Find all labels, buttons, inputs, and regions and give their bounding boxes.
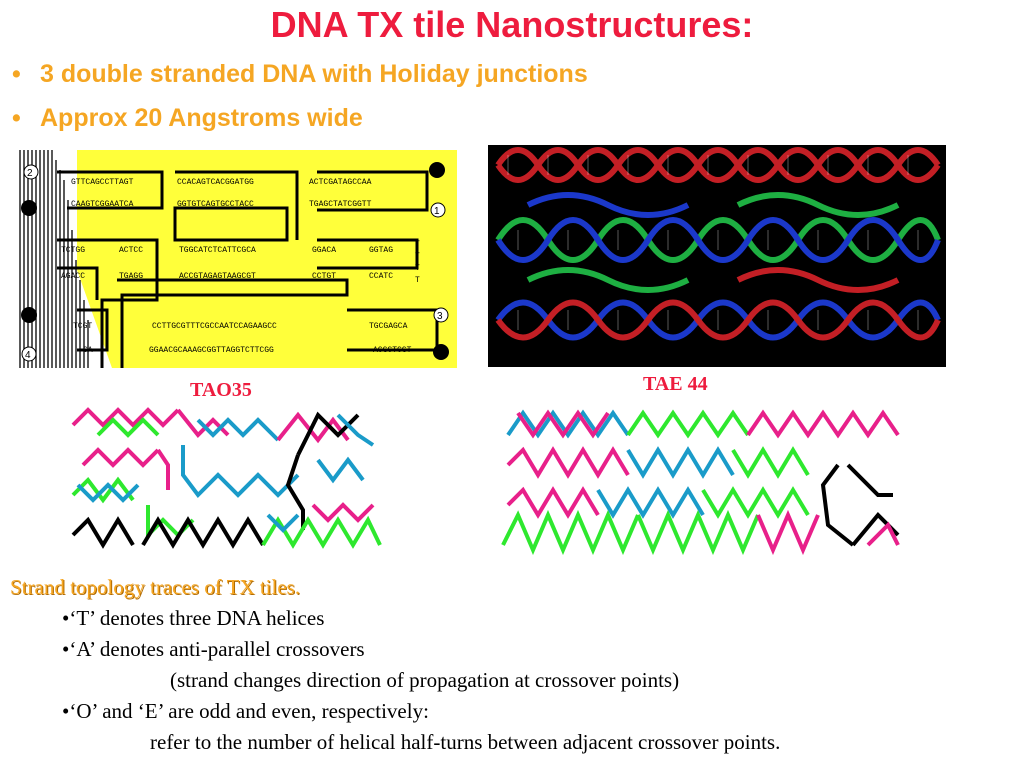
tae44-label: TAE 44 bbox=[643, 373, 708, 395]
svg-text:ACTCGATAGCCAA: ACTCGATAGCCAA bbox=[309, 178, 372, 187]
cyan-strand bbox=[336, 413, 375, 447]
svg-text:T: T bbox=[415, 264, 420, 273]
svg-text:TGAGG: TGAGG bbox=[119, 272, 143, 281]
svg-text:GGACA: GGACA bbox=[312, 246, 336, 255]
magenta-strand bbox=[506, 446, 630, 479]
svg-text:GGTGTCAGTGCCTACC: GGTGTCAGTGCCTACC bbox=[177, 200, 254, 209]
svg-text:CCATC: CCATC bbox=[369, 272, 393, 281]
svg-text:CCTGT: CCTGT bbox=[312, 272, 336, 281]
magenta-strand bbox=[81, 447, 160, 468]
helix-rungs bbox=[507, 155, 919, 330]
green-strand bbox=[71, 476, 135, 504]
black-strand bbox=[285, 454, 305, 530]
svg-text:TCGT: TCGT bbox=[73, 322, 92, 331]
green-strand bbox=[626, 409, 750, 439]
caption-item: •‘T’ denotes three DNA helices bbox=[62, 606, 325, 630]
svg-text:4: 4 bbox=[25, 350, 31, 361]
svg-text:3: 3 bbox=[437, 311, 443, 322]
magenta-strand bbox=[756, 509, 820, 555]
svg-text:1: 1 bbox=[434, 206, 440, 217]
green-strand bbox=[261, 515, 382, 549]
svg-text:CAAGTCGGAATCA: CAAGTCGGAATCA bbox=[71, 200, 134, 209]
svg-text:ACCGTAGAGTAAGCGT: ACCGTAGAGTAAGCGT bbox=[179, 272, 256, 281]
bullet-dot: • bbox=[12, 60, 21, 88]
caption-item: (strand changes direction of propagation… bbox=[170, 668, 680, 692]
svg-text:2: 2 bbox=[27, 168, 33, 179]
cyan-strand bbox=[506, 409, 630, 439]
svg-text:CA: CA bbox=[83, 346, 93, 355]
sequence-labels: GTTCAGCCTTAGT CCACAGTCACGGATGG ACTCGATAG… bbox=[61, 178, 420, 355]
magenta-strand bbox=[276, 411, 350, 444]
magenta-strand bbox=[866, 521, 900, 547]
cyan-strand bbox=[626, 446, 735, 479]
svg-text:T: T bbox=[415, 252, 420, 261]
magenta-strand bbox=[746, 409, 900, 439]
svg-text:T: T bbox=[415, 276, 420, 285]
svg-text:GGAACGCAAAGCGGTTAGGTCTTCGG: GGAACGCAAAGCGGTTAGGTCTTCGG bbox=[149, 346, 274, 355]
green-strand bbox=[501, 509, 640, 555]
bullet-text: Approx 20 Angstroms wide bbox=[40, 104, 363, 132]
green-strand bbox=[731, 446, 810, 479]
striped-edge bbox=[17, 150, 112, 368]
magenta-strand bbox=[156, 448, 170, 490]
caption-item: •‘O’ and ‘E’ are odd and even, respectiv… bbox=[62, 699, 429, 723]
cyan-strand bbox=[196, 417, 280, 442]
svg-text:TCTGG: TCTGG bbox=[61, 246, 85, 255]
helix-strands bbox=[495, 147, 941, 341]
strand-paths bbox=[57, 170, 439, 368]
magenta-strand bbox=[516, 409, 610, 439]
caption-item: refer to the number of helical half-turn… bbox=[150, 730, 781, 754]
cyan-strand bbox=[76, 482, 140, 503]
magenta-strand bbox=[71, 407, 180, 428]
markers: 2 1 3 4 bbox=[21, 162, 449, 362]
magenta-strand bbox=[506, 486, 600, 519]
tao35-label: TAO35 bbox=[190, 379, 252, 401]
cyan-strand bbox=[181, 445, 300, 499]
bullet-item: • 3 double stranded DNA with Holiday junc… bbox=[12, 60, 588, 89]
svg-text:ACTCC: ACTCC bbox=[119, 246, 143, 255]
green-strand bbox=[701, 486, 810, 519]
green-strand bbox=[96, 417, 160, 438]
bullet-dot: • bbox=[12, 104, 21, 132]
black-strand bbox=[846, 463, 893, 497]
svg-text:TGGCATCTCATTCGCA: TGGCATCTCATTCGCA bbox=[179, 246, 256, 255]
svg-text:TGAGCTATCGGTT: TGAGCTATCGGTT bbox=[309, 200, 372, 209]
tae-helix-rendering bbox=[488, 145, 946, 367]
cyan-strand bbox=[596, 486, 705, 519]
cyan-strand bbox=[266, 513, 300, 533]
tae44-strand-trace bbox=[501, 409, 900, 555]
svg-text:CCTTGCGTTTCGCCAATCCAGAAGCC: CCTTGCGTTTCGCCAATCCAGAAGCC bbox=[152, 322, 277, 331]
tao-tile-sequence-diagram: 2 1 3 4 GTTCAGCCTTAGT CCACAGTCACGGATGG A… bbox=[17, 150, 457, 368]
svg-text:ACGCTCGT: ACGCTCGT bbox=[373, 346, 412, 355]
svg-text:TGCGAGCA: TGCGAGCA bbox=[369, 322, 408, 331]
tao35-strand-trace bbox=[71, 407, 382, 549]
caption-heading: Strand topology traces of TX tiles. bbox=[10, 575, 301, 599]
caption-item: •‘A’ denotes anti-parallel crossovers bbox=[62, 637, 365, 661]
bullet-item: • Approx 20 Angstroms wide bbox=[12, 104, 363, 133]
magenta-strand bbox=[311, 502, 375, 523]
green-strand bbox=[636, 509, 760, 555]
svg-text:CCACAGTCACGGATGG: CCACAGTCACGGATGG bbox=[177, 178, 254, 187]
svg-text:GTTCAGCCTTAGT: GTTCAGCCTTAGT bbox=[71, 178, 134, 187]
black-strand bbox=[141, 516, 265, 549]
black-strand bbox=[820, 463, 855, 547]
bullet-text: 3 double stranded DNA with Holiday junct… bbox=[40, 60, 588, 88]
black-strand bbox=[296, 411, 360, 456]
svg-text:T: T bbox=[415, 240, 420, 249]
black-strand bbox=[71, 516, 135, 549]
svg-text:AGACC: AGACC bbox=[61, 272, 85, 281]
svg-text:GGTAG: GGTAG bbox=[369, 246, 393, 255]
cyan-strand bbox=[316, 456, 365, 484]
slide-title: DNA TX tile Nanostructures: bbox=[270, 4, 754, 45]
